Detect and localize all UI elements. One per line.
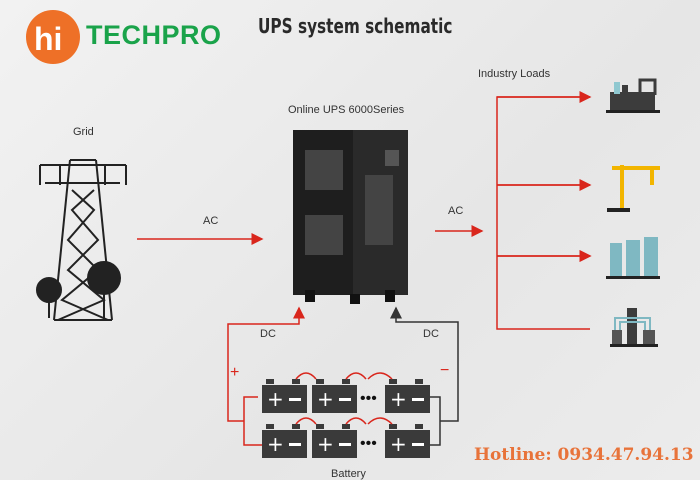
industry-load-icons (606, 78, 660, 347)
battery-icon: + (262, 379, 307, 413)
battery-bank: + + + + + + ••• ••• (262, 373, 430, 458)
ac-out-label: AC (448, 205, 464, 217)
ellipsis-icon: ••• (360, 435, 377, 452)
battery-icon: + (385, 379, 430, 413)
brand-name: TECHPRO (86, 20, 222, 50)
power-tower-icon (36, 159, 127, 321)
svg-text:hi: hi (34, 21, 62, 57)
battery-icon: + (385, 424, 430, 458)
refinery-icon (610, 308, 658, 347)
plus-label: + (230, 364, 240, 381)
minus-label: − (440, 362, 450, 379)
hotline: Hotline: 0934.47.94.13 (474, 445, 694, 465)
ellipsis-icon: ••• (360, 390, 377, 407)
ups-cabinet-icon (293, 130, 408, 304)
ac-in-label: AC (203, 215, 219, 227)
battery-label: Battery (331, 468, 366, 480)
svg-text:+: + (390, 432, 407, 456)
ups-label: Online UPS 6000Series (288, 104, 405, 116)
svg-text:+: + (317, 432, 334, 456)
grid-label: Grid (73, 126, 94, 138)
industry-loads-label: Industry Loads (478, 68, 551, 80)
svg-text:+: + (390, 387, 407, 411)
crane-icon (607, 165, 660, 212)
svg-text:+: + (267, 387, 284, 411)
page-title: UPS system schematic (258, 14, 453, 38)
svg-text:+: + (267, 432, 284, 456)
battery-icon: + (262, 424, 307, 458)
dc-right-label: DC (423, 328, 439, 340)
svg-text:+: + (317, 387, 334, 411)
buildings-icon (606, 237, 660, 279)
factory-icon (606, 78, 660, 113)
logo-icon: hi (26, 10, 80, 64)
battery-icon: + (312, 379, 357, 413)
dc-left-label: DC (260, 328, 276, 340)
battery-icon: + (312, 424, 357, 458)
power-lines (137, 91, 590, 446)
